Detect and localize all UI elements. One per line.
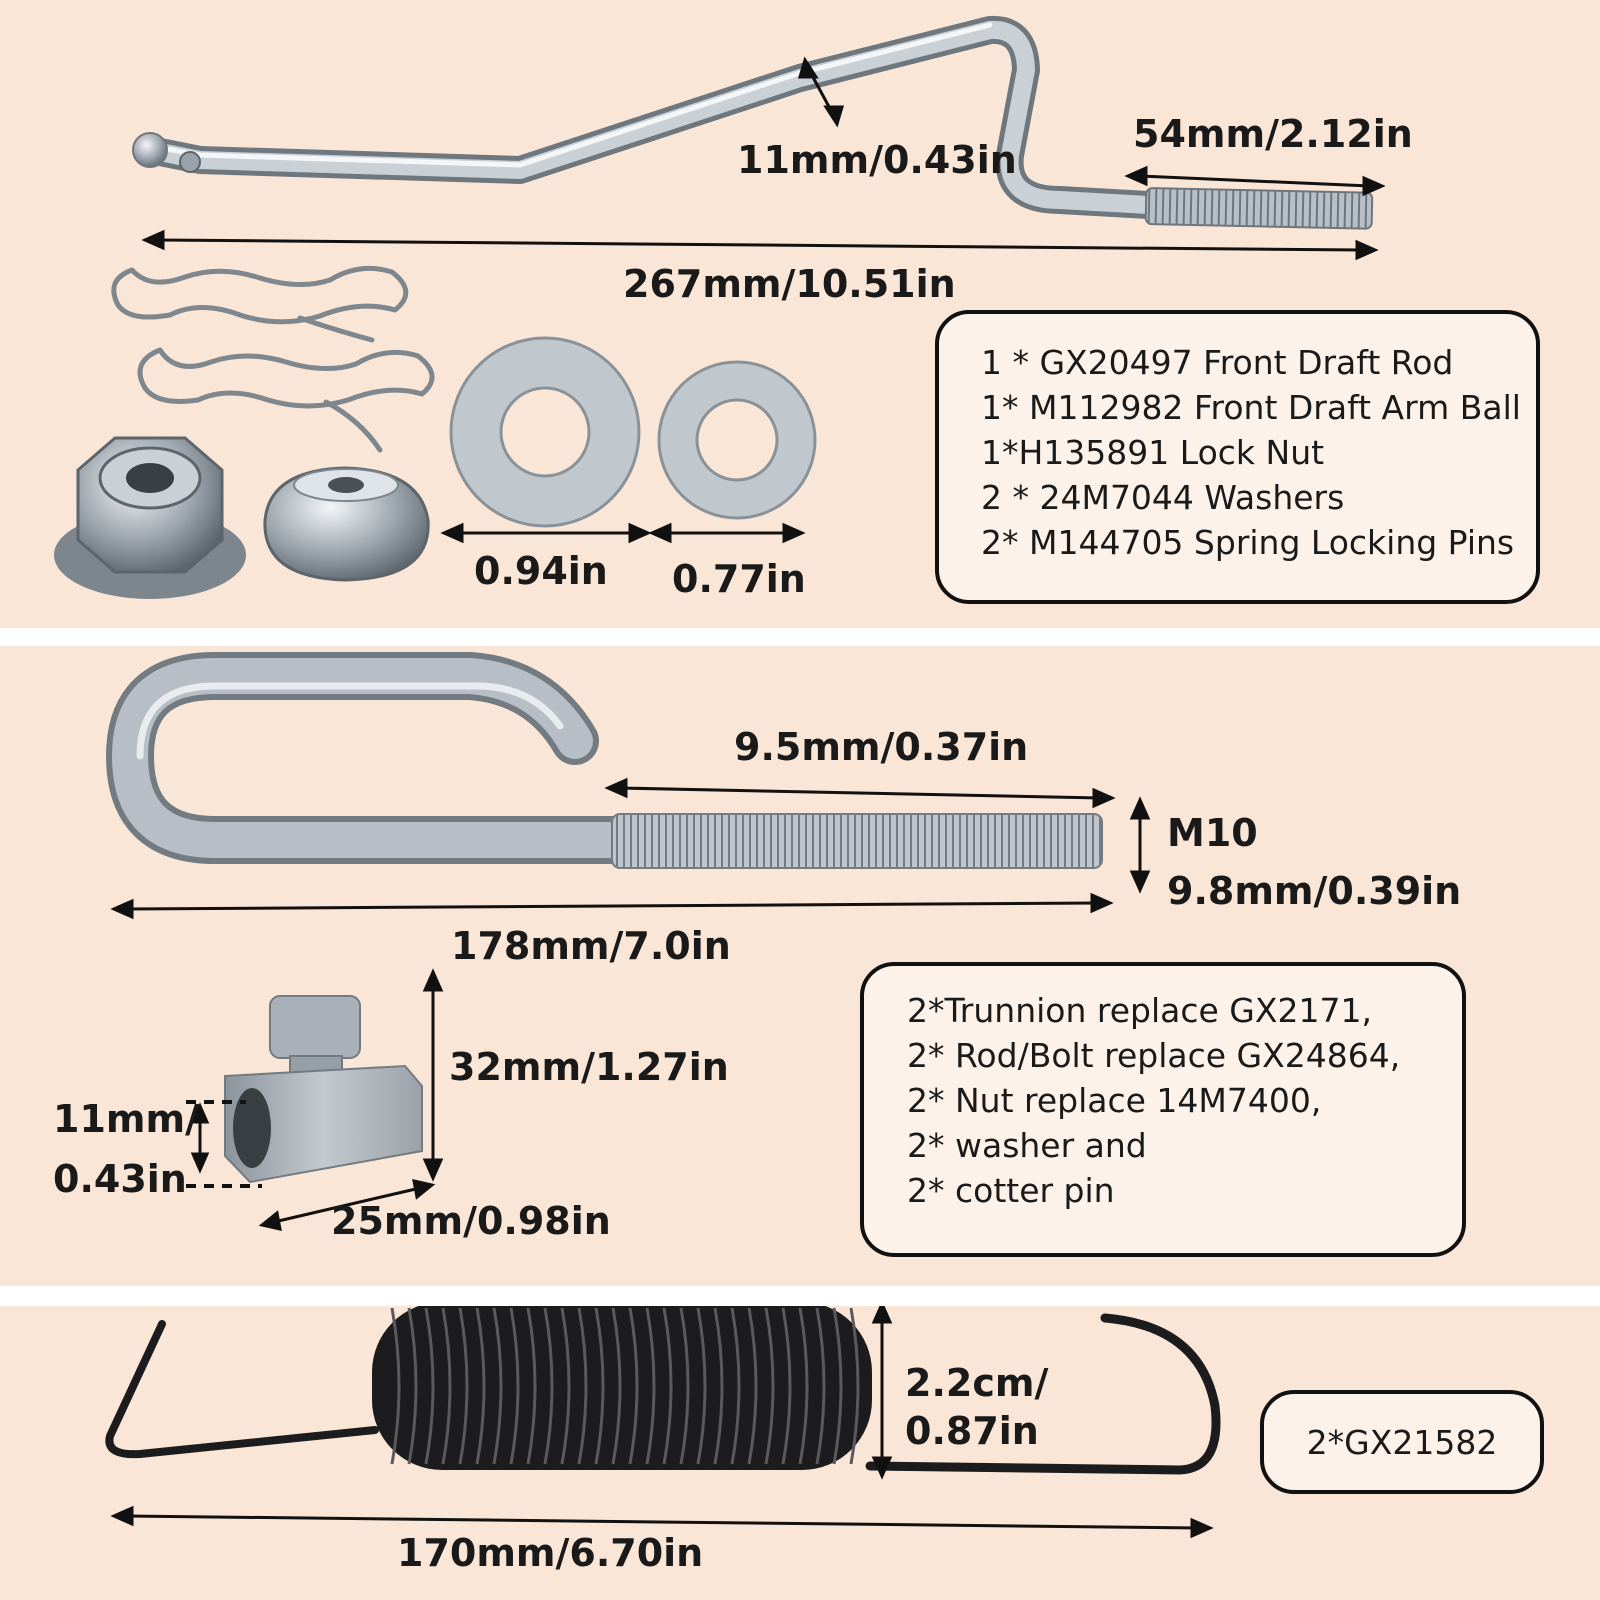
spring-coil-turn: [781, 1307, 792, 1465]
draft-rod-kit-art: [54, 15, 1386, 599]
spring-coil-turn: [815, 1307, 826, 1465]
lock-nut: [54, 436, 246, 599]
dimension-arrows: [110, 1306, 1214, 1539]
washer-large: [449, 336, 641, 528]
rod-bolt-trunnion-art: [106, 652, 1151, 1231]
extension-spring: [105, 1306, 1221, 1475]
dim-thread-length: 9.5mm/0.37in: [734, 725, 1029, 769]
parts-line: 1*H135891 Lock Nut: [981, 433, 1325, 472]
draft-rod-panel: 11mm/0.43in 54mm/2.12in 267mm/10.51in 0.…: [0, 0, 1600, 628]
dim-trunnion-height: 32mm/1.27in: [449, 1045, 729, 1089]
dim-coil-diameter-a: 2.2cm/: [905, 1361, 1049, 1405]
parts-line: 2* Nut replace 14M7400,: [907, 1081, 1322, 1120]
spring-coil-turn: [390, 1307, 401, 1465]
dim-hole-diameter-b: 0.43in: [53, 1157, 187, 1201]
dim-washer-large: 0.94in: [474, 549, 608, 593]
spring-coil-turn: [560, 1307, 571, 1465]
dim-coil-diameter-b: 0.87in: [905, 1409, 1039, 1453]
spring-coil-turn: [849, 1307, 860, 1465]
spring-art: [105, 1306, 1221, 1539]
dim-thread-diameter: 9.8mm/0.39in: [1167, 869, 1462, 913]
spring-coil-turn: [475, 1307, 486, 1465]
spring-coil-turn: [543, 1307, 554, 1465]
spring-coil-turn: [764, 1307, 775, 1465]
spring-coil-turn: [492, 1307, 503, 1465]
spring-coil-turn: [628, 1307, 639, 1465]
spring-coil-turn: [509, 1307, 520, 1465]
dim-rod-length: 178mm/7.0in: [451, 924, 731, 968]
spring-coil-turn: [441, 1307, 452, 1465]
dim-thread-length: 54mm/2.12in: [1133, 112, 1413, 156]
spring-coil-turn: [645, 1307, 656, 1465]
spring-coil-turn: [730, 1307, 741, 1465]
parts-line: 2* M144705 Spring Locking Pins: [981, 523, 1515, 562]
spring-locking-pins: [111, 265, 435, 453]
parts-list-box-2: 2*Trunnion replace GX2171, 2* Rod/Bolt r…: [860, 962, 1466, 1257]
dim-hole-diameter-a: 11mm/: [53, 1097, 199, 1141]
dim-rod-diameter: 11mm/0.43in: [737, 138, 1017, 182]
spring-coil-turn: [696, 1307, 707, 1465]
parts-line: 2*Trunnion replace GX2171,: [907, 991, 1372, 1030]
dim-rod-length: 267mm/10.51in: [623, 262, 956, 306]
dim-trunnion-width: 25mm/0.98in: [331, 1199, 611, 1243]
spring-coil-turn: [611, 1307, 622, 1465]
spring-coil-turn: [679, 1307, 690, 1465]
rod-bolt-panel: 9.5mm/0.37in M10 9.8mm/0.39in 178mm/7.0i…: [0, 646, 1600, 1286]
spring-coil-turn: [713, 1307, 724, 1465]
spring-coil-turn: [832, 1307, 843, 1465]
spring-coil-turn: [798, 1307, 809, 1465]
washer-small: [657, 360, 817, 520]
trunnion: [224, 995, 423, 1184]
parts-line: 1* M112982 Front Draft Arm Ball: [981, 388, 1521, 427]
spring-coil-turn: [407, 1307, 418, 1465]
parts-line: 2* cotter pin: [907, 1171, 1115, 1210]
parts-line: 2* washer and: [907, 1126, 1147, 1165]
spring-coil-turn: [594, 1307, 605, 1465]
spring-coil-turn: [424, 1307, 435, 1465]
j-bolt: [106, 652, 1103, 869]
spring-coil-turn: [526, 1307, 537, 1465]
dim-spring-length: 170mm/6.70in: [397, 1531, 704, 1575]
dim-washer-small: 0.77in: [672, 557, 806, 601]
thread-size: M10: [1167, 811, 1258, 855]
spring-panel: 2.2cm/ 0.87in 170mm/6.70in 2*GX21582: [0, 1306, 1600, 1600]
dimension-arrows: [110, 777, 1151, 1231]
spring-coil-turn: [747, 1307, 758, 1465]
parts-line: 1 * GX20497 Front Draft Rod: [981, 343, 1454, 382]
parts-line: 2 * 24M7044 Washers: [981, 478, 1345, 517]
parts-list-box-3: 2*GX21582: [1260, 1390, 1544, 1494]
dimension-arrows: [141, 56, 1386, 544]
spring-coil-turn: [577, 1307, 588, 1465]
spring-coil-turn: [662, 1307, 673, 1465]
parts-line: 2* Rod/Bolt replace GX24864,: [907, 1036, 1401, 1075]
parts-line: 2*GX21582: [1306, 1422, 1498, 1462]
front-draft-rod: [132, 15, 1374, 230]
arm-ball: [263, 466, 430, 582]
parts-list-box-1: 1 * GX20497 Front Draft Rod 1* M112982 F…: [935, 310, 1540, 604]
dashed-guides: [186, 1100, 262, 1188]
spring-coil-turn: [458, 1307, 469, 1465]
